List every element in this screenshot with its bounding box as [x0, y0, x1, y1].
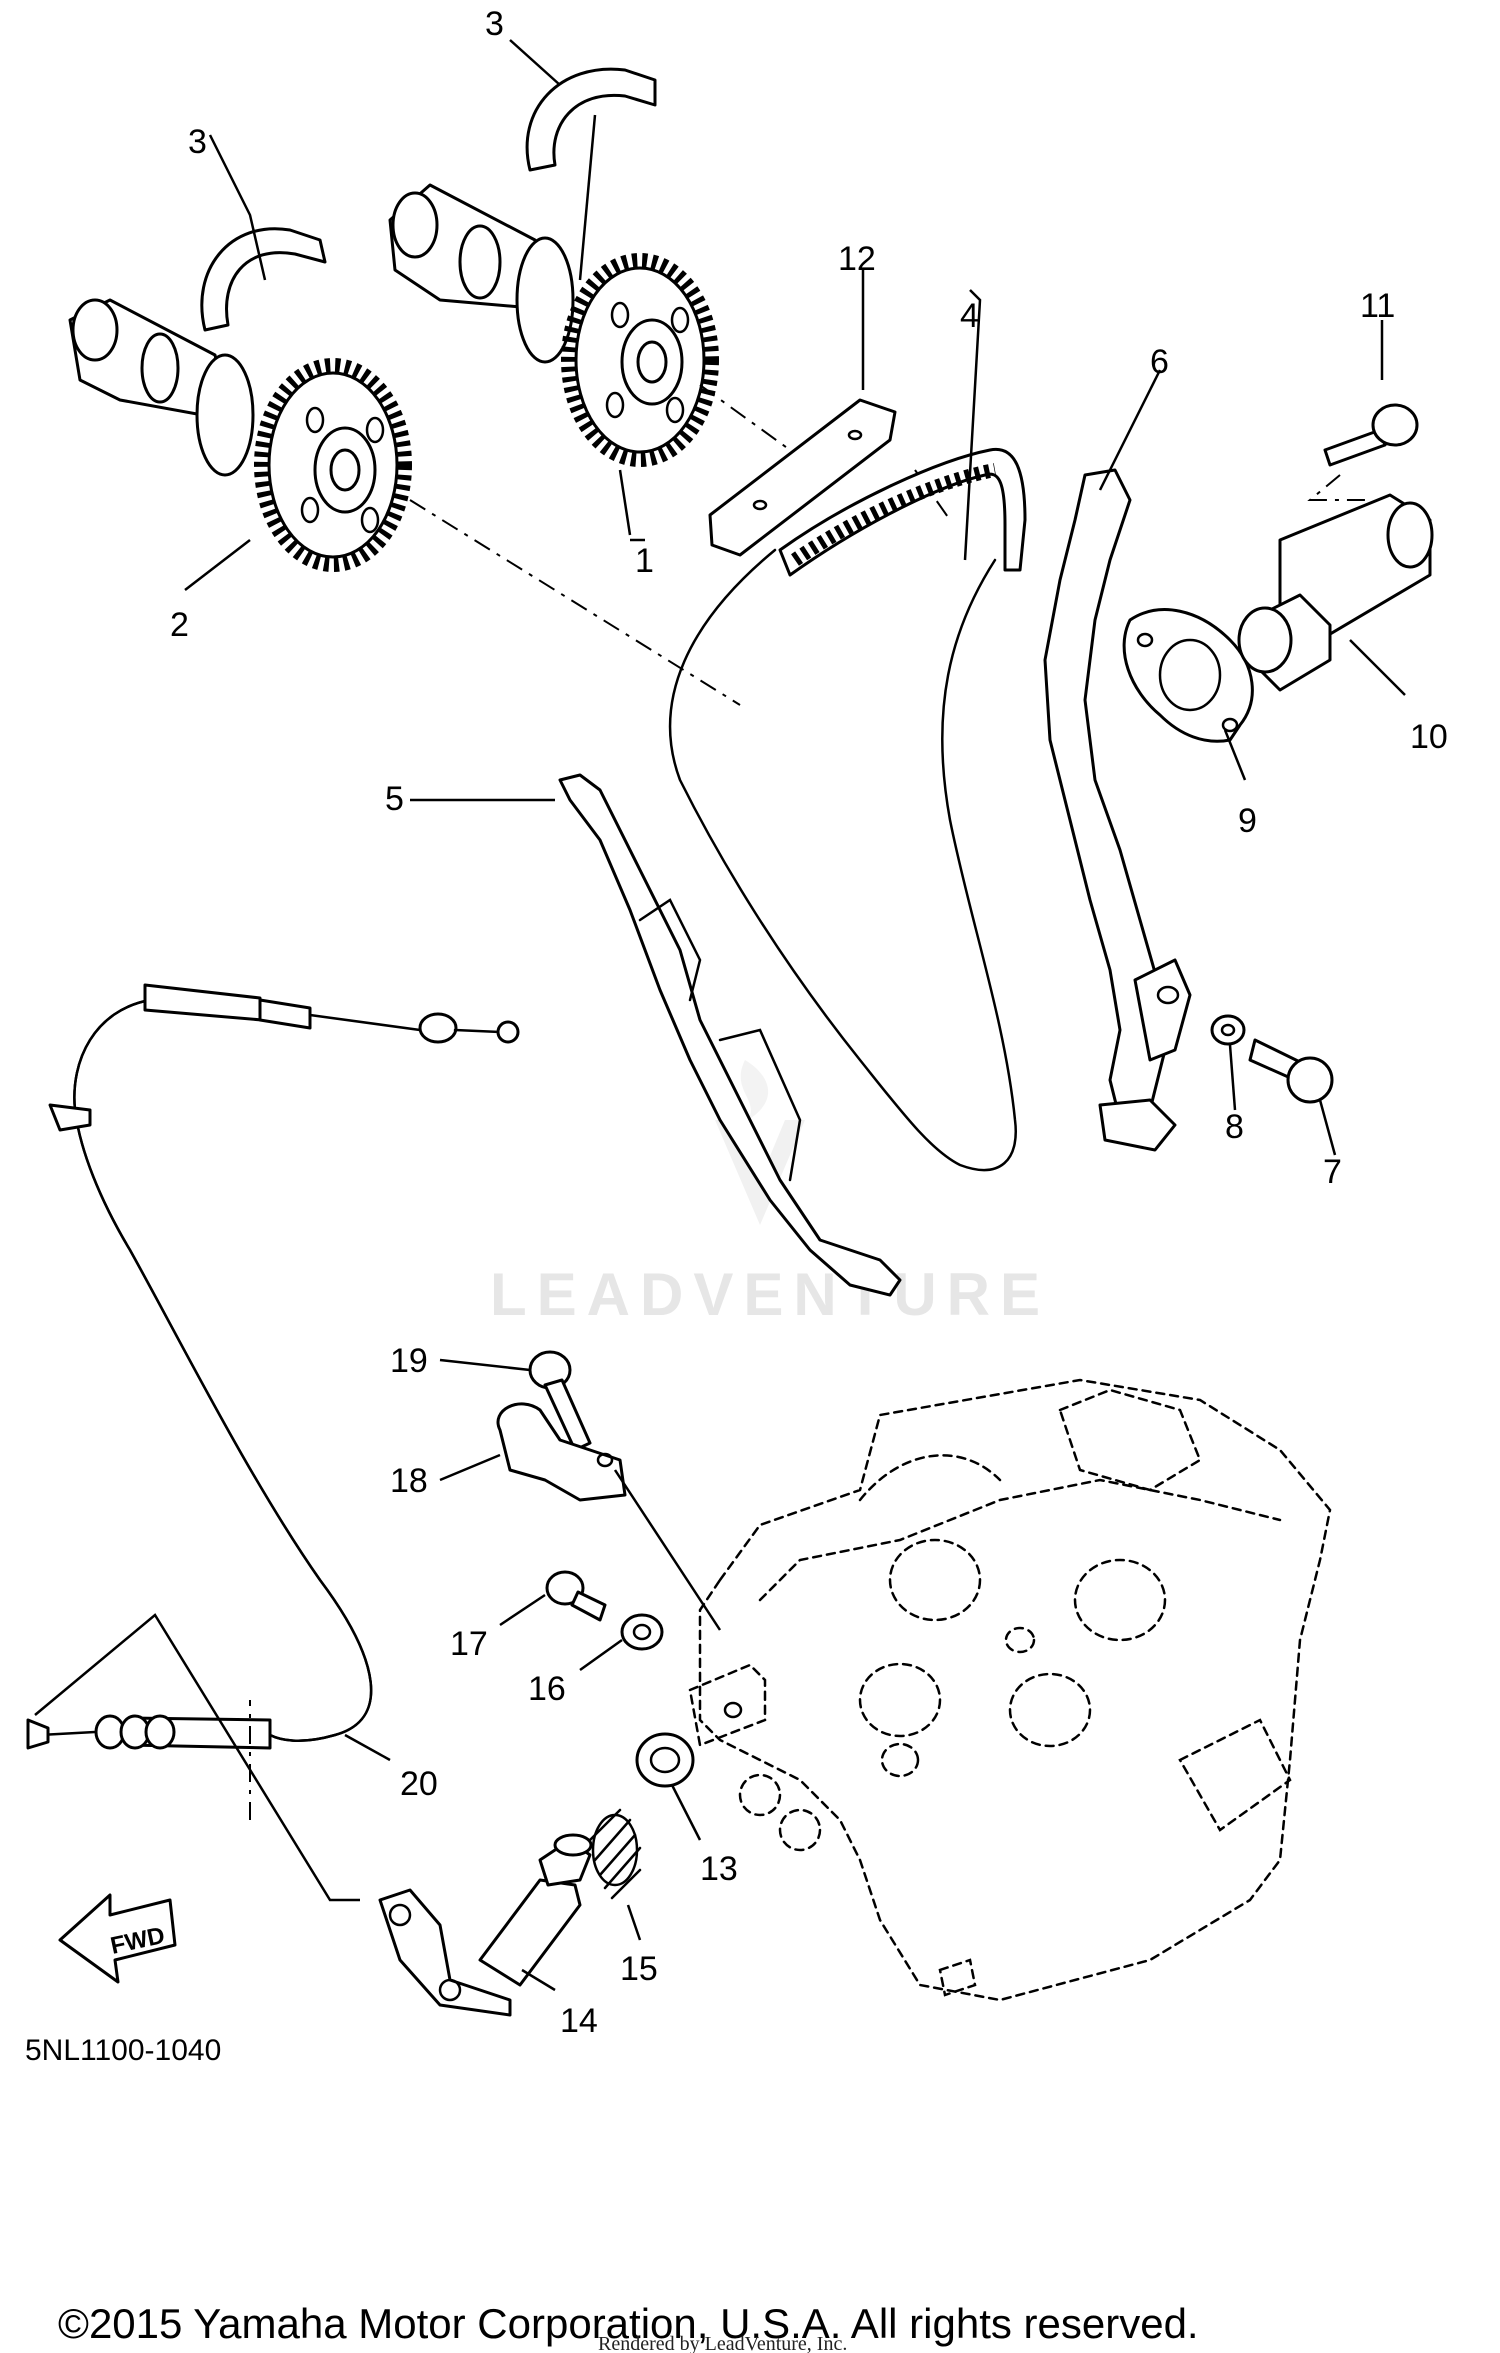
callout-1: 1 [635, 542, 654, 580]
callout-18: 18 [390, 1462, 428, 1500]
chain-guide-stopper [708, 398, 897, 557]
callout-7: 7 [1323, 1153, 1342, 1191]
callout-8: 8 [1225, 1108, 1244, 1146]
cam-chain [778, 447, 1027, 577]
callout-10: 10 [1410, 718, 1448, 756]
diagram-code: 5NL1100-1040 [25, 2034, 221, 2067]
callout-11: 11 [1360, 287, 1395, 325]
return-spring [588, 1808, 642, 1900]
callout-4: 4 [960, 297, 979, 335]
callout-20: 20 [400, 1765, 438, 1803]
bracket-bolt [545, 1570, 607, 1622]
chain-guide-intake [558, 773, 902, 1297]
callout-numbers: 1 2 3 3 4 5 6 7 8 9 10 11 12 13 14 15 16… [170, 5, 1448, 2040]
callout-16: 16 [528, 1670, 566, 1708]
callout-13: 13 [700, 1850, 738, 1888]
shaft-washer [620, 1613, 664, 1651]
forward-arrow-icon: FWD [58, 1893, 177, 1984]
chain-tensioner [1237, 493, 1434, 692]
callout-9: 9 [1238, 802, 1257, 840]
cylinder-head [688, 1378, 1332, 2002]
cable-bracket [496, 1402, 627, 1502]
guide-bolt [1248, 1038, 1334, 1104]
rendered-by-note: Rendered by LeadVenture, Inc. [598, 2333, 847, 2353]
callout-14: 14 [560, 2002, 598, 2040]
tensioner-gasket [1122, 608, 1254, 743]
decompression-cable [26, 983, 520, 1750]
callout-19: 19 [390, 1342, 428, 1380]
callout-6: 6 [1150, 343, 1169, 381]
callout-15: 15 [620, 1950, 658, 1988]
circlip-left [200, 227, 327, 332]
oil-seal [635, 1732, 695, 1788]
callout-17: 17 [450, 1625, 488, 1663]
callout-3-left: 3 [188, 123, 207, 161]
cable-bolt [528, 1350, 592, 1452]
decompression-shaft [378, 1833, 593, 2017]
timing-chain-path [668, 548, 1017, 1172]
washer [1210, 1014, 1246, 1046]
copyright-notice: ©2015 Yamaha Motor Corporation, U.S.A. A… [58, 2300, 1199, 2347]
intake-camshaft [388, 183, 719, 467]
callout-3-right: 3 [485, 5, 504, 43]
tensioner-bolt [1323, 403, 1419, 467]
circlip-right [525, 67, 657, 172]
leader-lines [184, 39, 1406, 1992]
callout-2: 2 [170, 606, 189, 644]
watermark-text: LEADVENTURE [490, 1261, 1050, 1328]
exhaust-camshaft [68, 298, 412, 572]
callout-5: 5 [385, 780, 404, 818]
callout-12: 12 [838, 240, 876, 278]
